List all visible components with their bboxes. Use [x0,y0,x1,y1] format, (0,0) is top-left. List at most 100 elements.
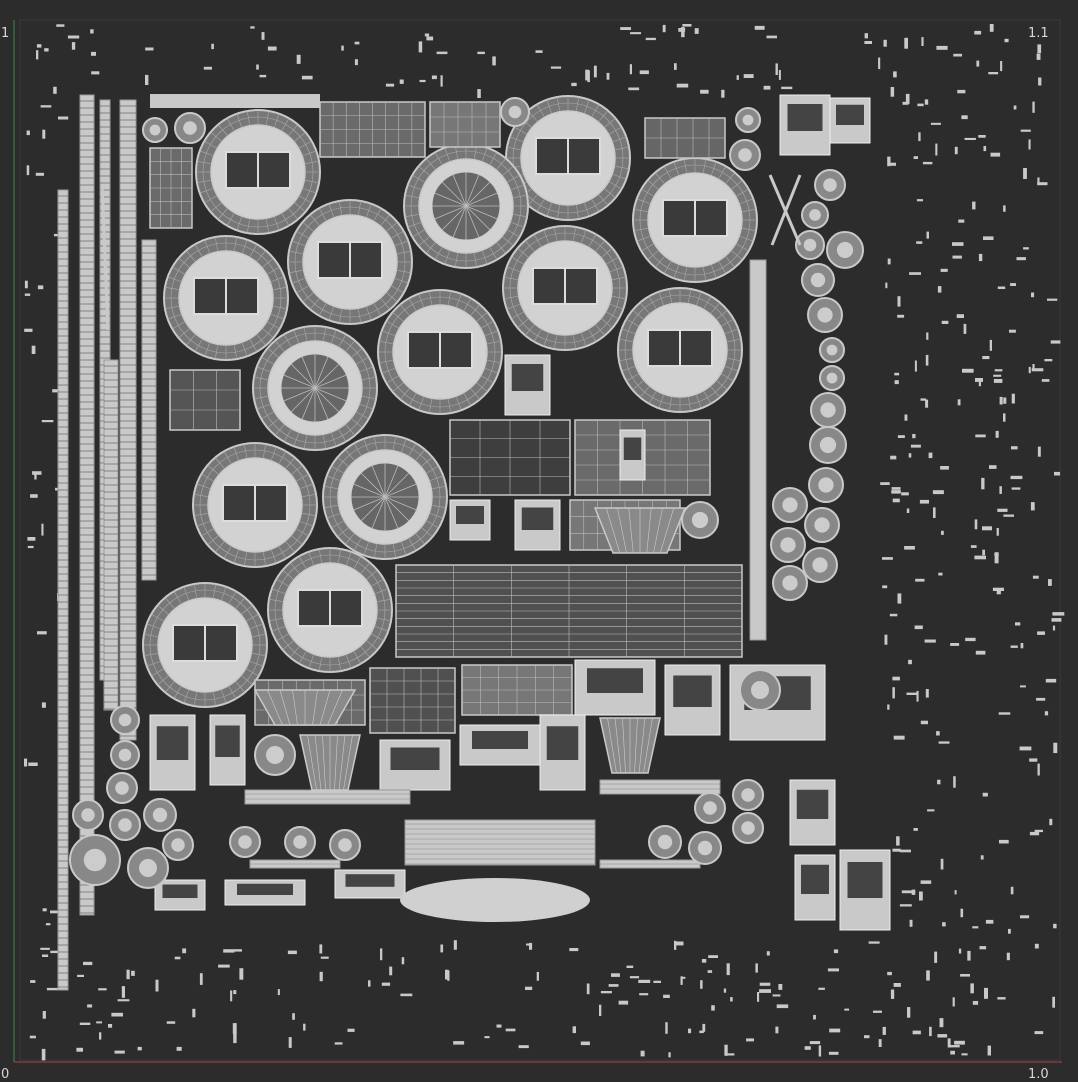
uv-island-small [296,54,301,64]
uv-island-small [1053,742,1058,754]
uv-island-small [1028,139,1031,150]
uv-ring-edge [329,441,441,553]
uv-island-spar [100,184,110,331]
uv-island-small [368,980,371,987]
uv-wheel-spoke [301,387,316,420]
uv-island-small [909,272,921,275]
uv-island-small [76,1047,83,1052]
uv-island-small [989,465,997,469]
uv-island-small [36,44,42,48]
uv-island-small [694,28,699,34]
uv-island-bar [599,779,721,795]
uv-island-small [50,910,62,914]
uv-island-small [626,965,634,968]
uv-island-small [1032,575,1039,579]
uv-island-small [967,950,971,961]
uv-island-small [445,969,449,980]
uv-island-small [1016,257,1026,261]
uv-island-small [984,987,988,999]
uv-island-small [99,1032,102,1040]
uv-island-small [956,314,964,318]
uv-island-small [700,89,709,94]
uv-island-small [34,473,37,480]
uv-island-small [121,986,125,998]
uv-island-small [972,926,979,929]
uv-island-small [776,1004,789,1009]
uv-island-small [550,66,562,69]
uv-island-small [890,87,895,97]
uv-island-small [182,948,187,954]
uv-island-strip [150,94,320,108]
uv-island-small [600,991,612,994]
uv-wheel-spoke [465,181,491,207]
uv-island-small [954,890,957,895]
uv-panel-inner [801,864,829,894]
uv-island-small [926,970,930,981]
uv-island-strip [79,94,95,916]
uv-island-small [935,143,938,156]
uv-island-small [1031,292,1035,298]
uv-island-small [920,880,932,884]
uv-fan-edge [334,734,338,791]
uv-island-small [899,849,911,853]
uv-panel-inner [673,675,712,707]
uv-island-strip [749,259,767,641]
uv-island-small [757,992,760,1002]
uv-island-small [868,941,880,944]
uv-island-small [891,487,901,490]
uv-panel-inner [345,874,395,887]
uv-island-small [975,378,983,382]
uv-island-small [26,130,30,136]
uv-island-small [925,689,929,698]
uv-island-small [1020,685,1026,688]
uv-island-small [925,399,929,408]
uv-wheel-spoke [441,181,467,207]
uv-wheel-spoke [384,472,410,498]
uv-island-small [688,1028,692,1034]
uv-fan-edge [267,689,283,726]
uv-island-small [52,389,58,393]
uv-island-small [781,86,793,90]
uv-panel-inner [162,884,198,898]
uv-fan-edge [614,717,622,774]
uv-ring-edge [294,206,406,318]
uv-island-small [440,944,444,953]
uv-island-small [743,74,754,78]
uv-disc-inner [751,681,769,699]
uv-wheel-spoke [314,387,329,420]
uv-island-small [334,1042,343,1045]
uv-island-small [960,974,970,977]
uv-island-small [44,48,49,52]
uv-corner-label-top-left: 1 [1,26,10,41]
uv-island-small [1009,329,1016,333]
uv-island-small [518,1045,529,1049]
uv-island-small [701,959,707,963]
uv-island-block [429,101,501,148]
uv-disc-inner [508,105,522,119]
uv-island-small [999,839,1009,844]
uv-disc-inner [118,748,132,762]
uv-island-small [287,950,297,955]
uv-island-small [920,720,928,725]
uv-island-small [30,494,38,498]
uv-island-small [42,129,46,139]
uv-island-small [668,1052,671,1058]
uv-wheel-spoke [360,472,386,498]
uv-fan-edge [646,507,652,554]
uv-island-small [864,1035,870,1039]
uv-ring-edge [259,332,371,444]
uv-island-small [889,613,898,617]
uv-island-small [726,963,730,976]
uv-disc-inner [118,713,132,727]
uv-disc-inner [817,307,833,323]
uv-island-small [629,64,632,75]
uv-wheel-spoke [434,192,467,207]
uv-island-small [303,1023,306,1031]
uv-island-small [1010,475,1023,480]
uv-island-small [114,1050,125,1054]
uv-island-small [218,964,230,968]
uv-ring-edge [410,150,522,262]
uv-island-small [908,453,912,458]
